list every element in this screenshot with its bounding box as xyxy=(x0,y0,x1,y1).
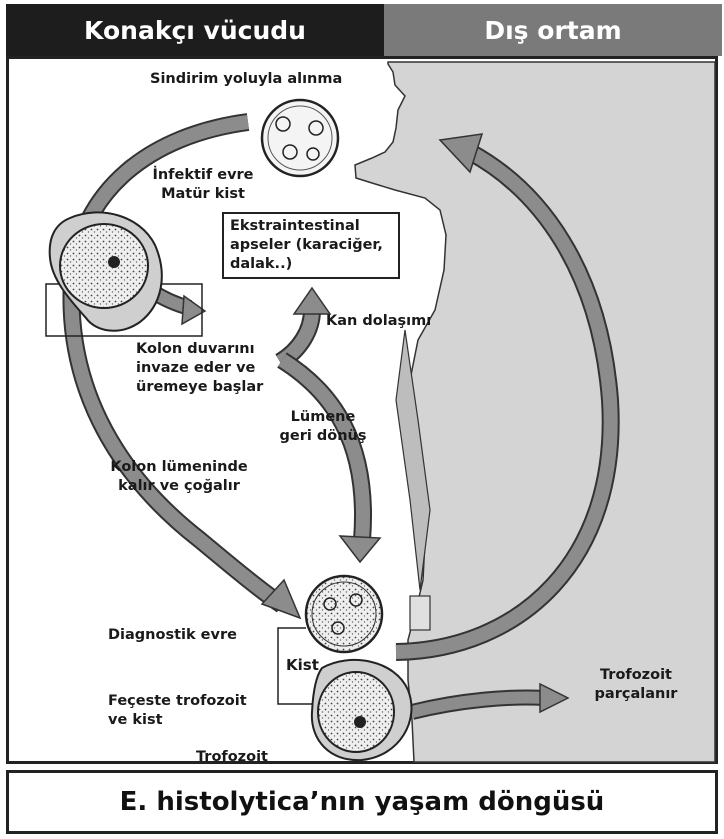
label-return-lumen: Lümene geri dönüş xyxy=(278,408,368,446)
label-feces: Feçeste trofozoit ve kist xyxy=(108,692,247,730)
label-trophozoite-breaks: Trofozoit parçalanır xyxy=(576,666,696,704)
cyst-diagnostic xyxy=(306,576,382,652)
label-extraintestinal: Ekstraintestinal apseler (karaciğer, dal… xyxy=(222,212,400,279)
mature-cyst xyxy=(262,100,338,176)
label-kist: Kist xyxy=(286,656,319,675)
label-infective-stage: İnfektif evre Matür kist xyxy=(138,166,268,204)
figure-caption: E. histolytica’nın yaşam döngüsü xyxy=(6,770,718,834)
label-invades-colon: Kolon duvarını invaze eder ve üremeye ba… xyxy=(136,340,263,397)
trophozoite-feces xyxy=(312,660,412,760)
label-stays-in-lumen: Kolon lümeninde kalır ve çoğalır xyxy=(96,458,262,496)
arrowhead-blood xyxy=(294,288,330,314)
arrowhead-return-lumen xyxy=(340,536,380,562)
label-diagnostic-stage: Diagnostik evre xyxy=(108,626,237,645)
inset-box xyxy=(410,596,430,630)
label-blood-circulation: Kan dolaşımı xyxy=(326,312,431,331)
label-trophozoite: Trofozoit xyxy=(196,748,268,767)
label-ingestion: Sindirim yoluyla alınma xyxy=(150,70,342,89)
